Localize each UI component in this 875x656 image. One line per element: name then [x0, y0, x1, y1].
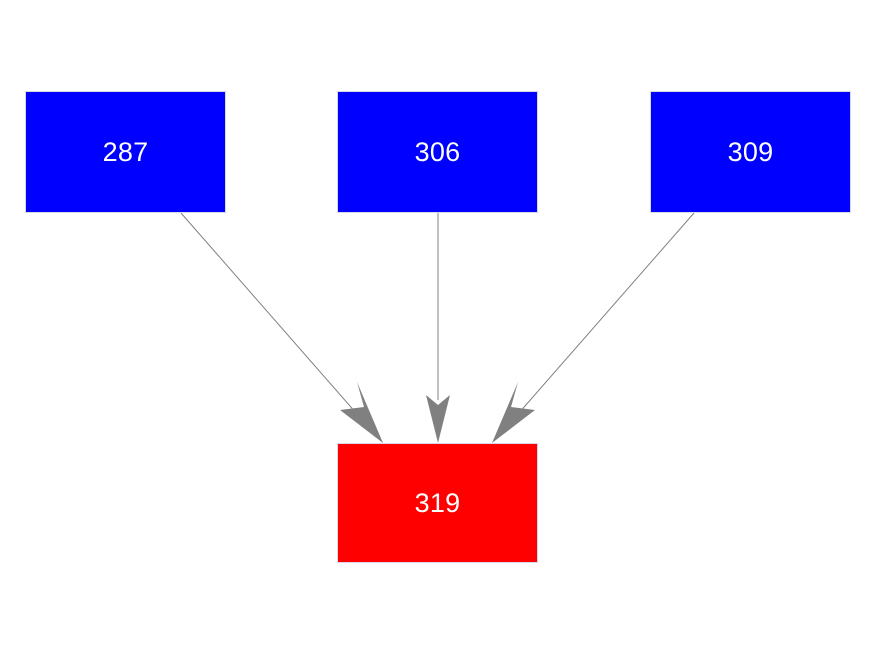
- edge-309-to-319: [492, 212, 695, 443]
- node-309[interactable]: 309: [650, 91, 851, 213]
- node-label: 309: [727, 136, 774, 167]
- edge-line: [180, 212, 372, 431]
- edge-306-to-319: [426, 213, 450, 443]
- arrowhead-icon: [340, 382, 383, 443]
- arrowhead-icon: [492, 382, 535, 443]
- edge-line: [503, 212, 695, 431]
- node-label: 319: [414, 487, 461, 518]
- edge-287-to-319: [180, 212, 383, 443]
- arrowhead-icon: [426, 395, 450, 443]
- node-287[interactable]: 287: [25, 91, 226, 213]
- node-label: 287: [102, 136, 149, 167]
- node-319[interactable]: 319: [337, 443, 538, 563]
- node-306[interactable]: 306: [337, 91, 538, 213]
- node-label: 306: [414, 136, 461, 167]
